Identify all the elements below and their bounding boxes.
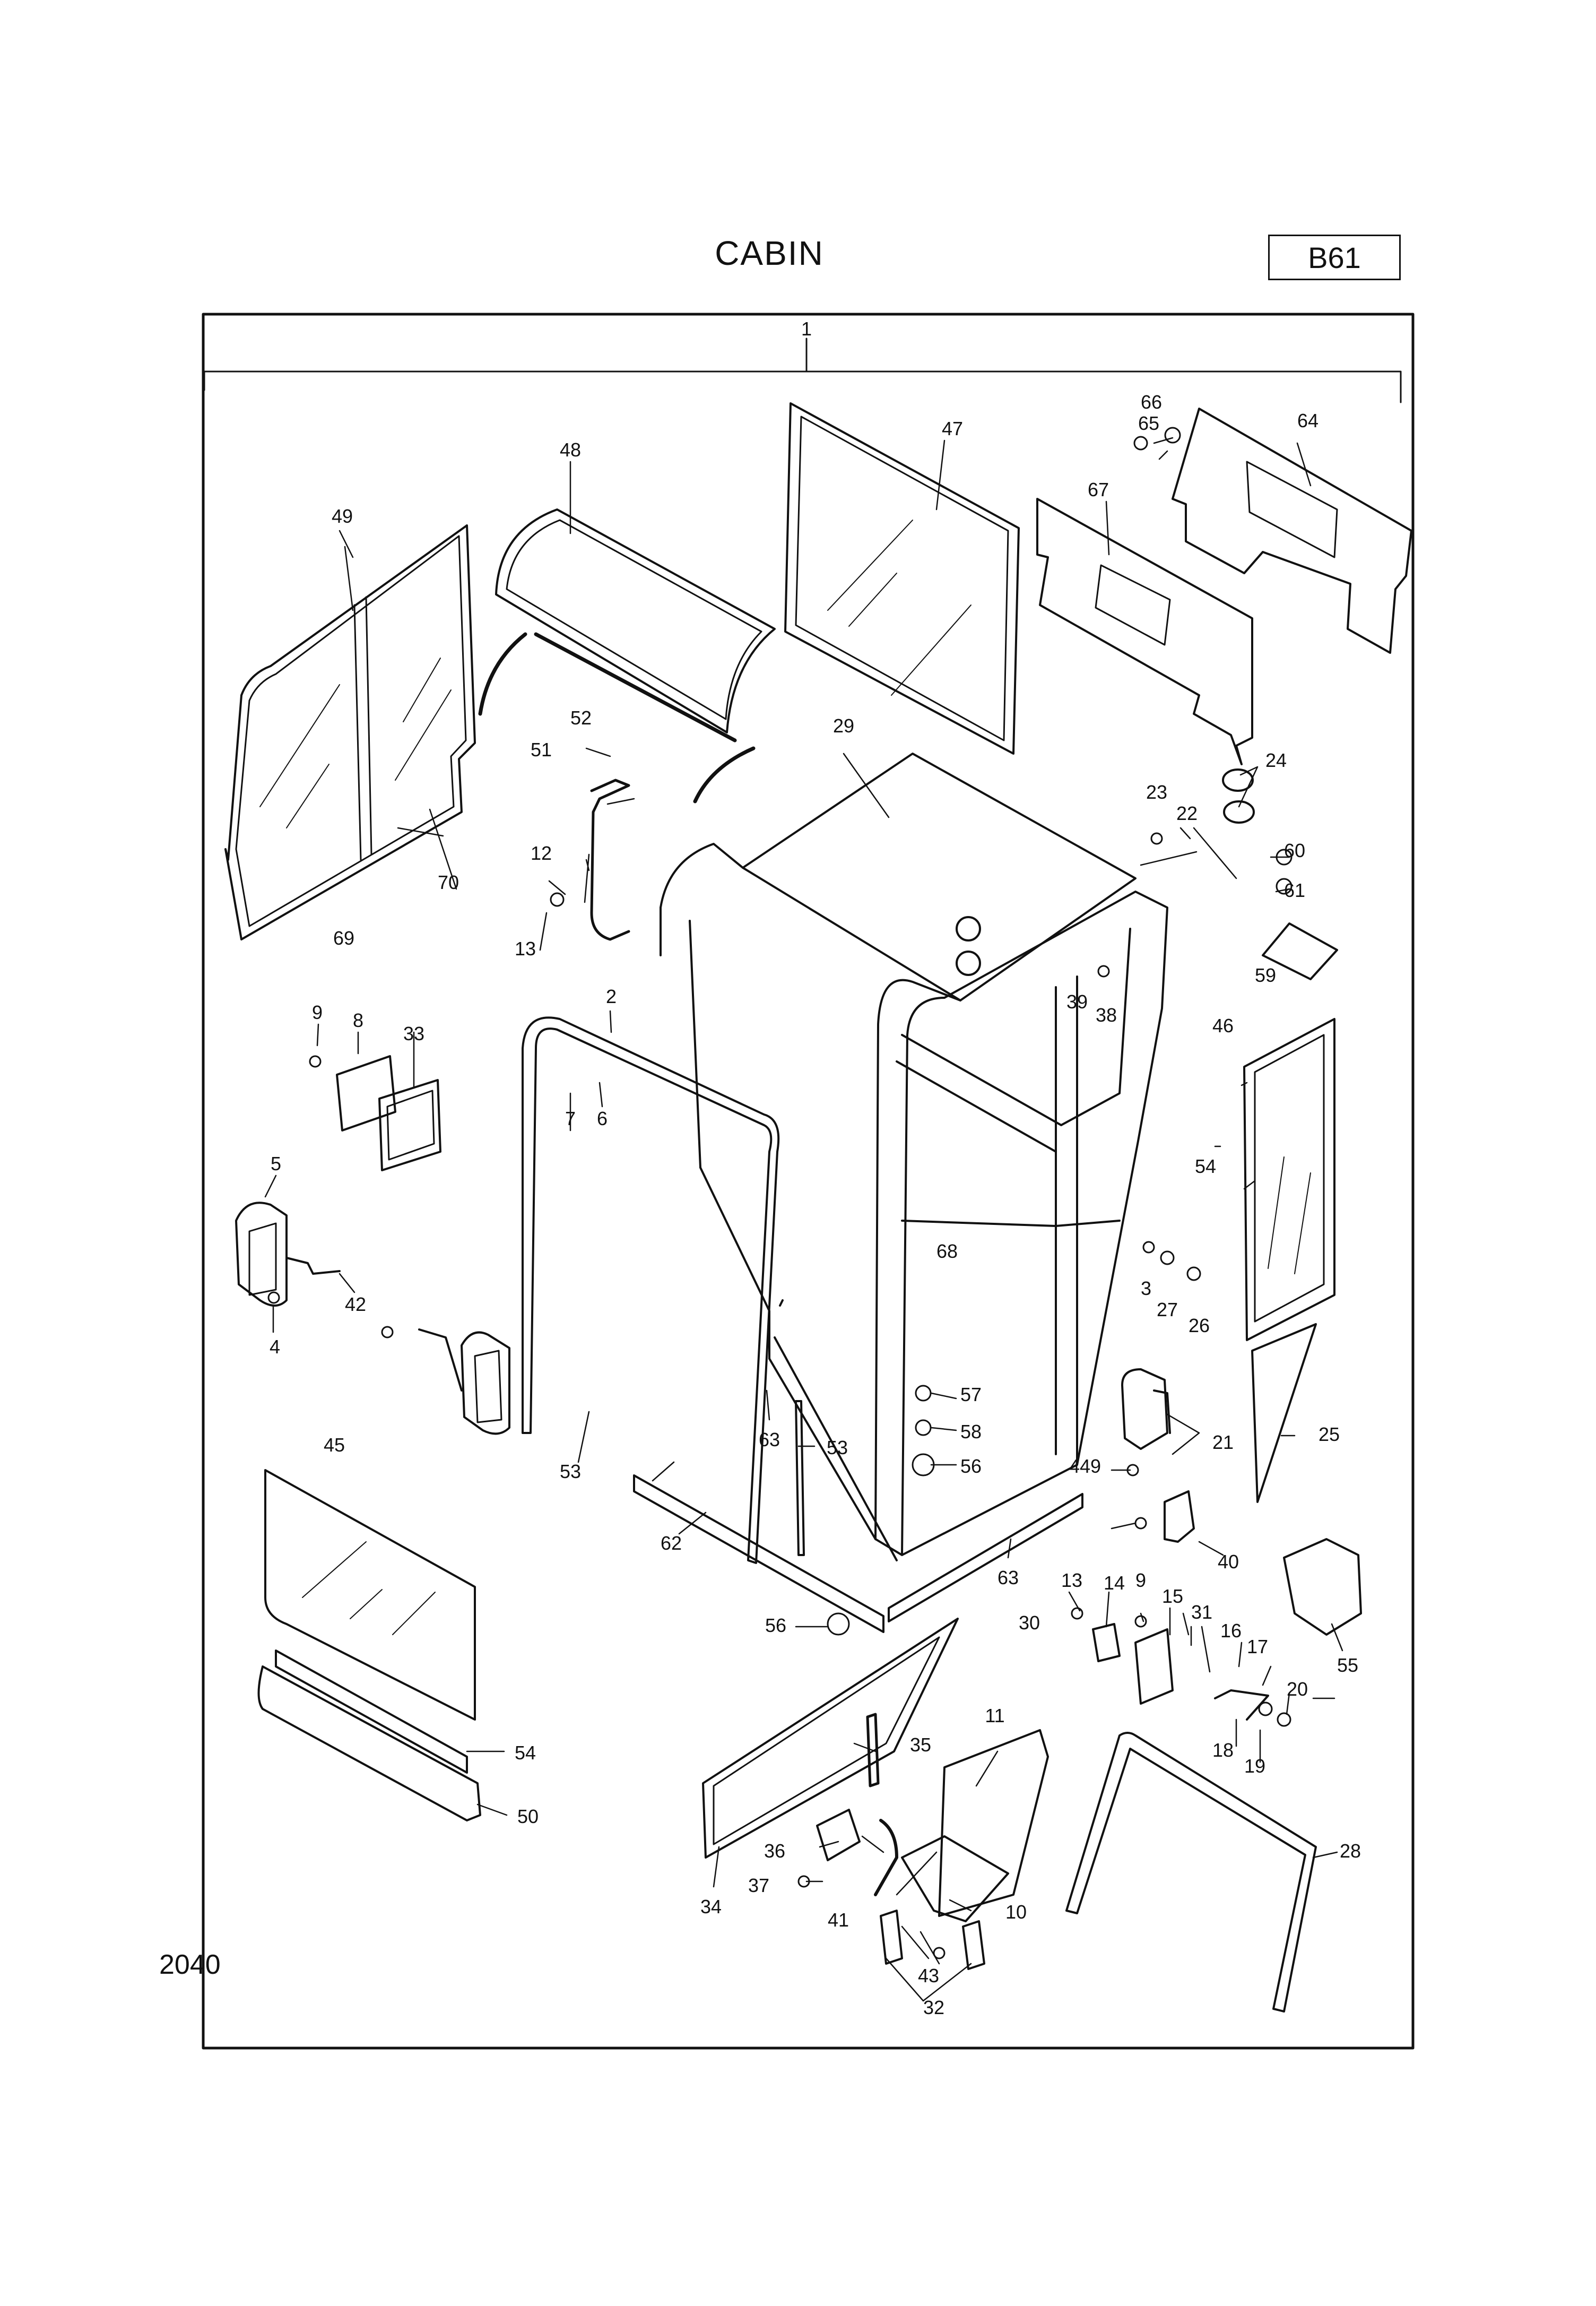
part-label: 24 — [1265, 749, 1287, 771]
part-label: 32 — [923, 1997, 944, 2018]
part-label: 53 — [560, 1461, 581, 1482]
part-label: 69 — [333, 927, 354, 949]
part-label: 43 — [918, 1965, 939, 1987]
part-label: 5 — [271, 1153, 281, 1174]
mirror-left — [235, 1202, 341, 1307]
part-label: 53 — [827, 1437, 848, 1458]
part-label: 23 — [1146, 781, 1167, 803]
part-label: 26 — [1189, 1315, 1210, 1336]
part-label: 48 — [560, 439, 581, 461]
part-label: 9 — [312, 1001, 323, 1023]
part-label: 59 — [1255, 964, 1276, 986]
part-label: 40 — [1218, 1551, 1239, 1573]
part-label: 50 — [517, 1806, 539, 1827]
part-label: 39 — [1066, 991, 1088, 1013]
top-plate — [1172, 408, 1412, 654]
cabin-frame — [660, 753, 1168, 1561]
part-label: 6 — [597, 1108, 608, 1129]
part-label: 15 — [1162, 1585, 1183, 1607]
part-label: 56 — [765, 1614, 786, 1636]
side-glass-right — [1243, 1018, 1335, 1341]
lower-window — [264, 1469, 476, 1721]
part-label: 29 — [833, 715, 854, 737]
part-label: 54 — [1195, 1155, 1216, 1177]
part-label: 17 — [1247, 1636, 1268, 1657]
part-label: 27 — [1157, 1299, 1178, 1320]
part-label: 8 — [353, 1009, 363, 1031]
part-label: 51 — [531, 739, 552, 761]
diagram-code-box: B61 — [1268, 235, 1401, 280]
part-label: 31 — [1191, 1601, 1212, 1623]
part-label: 45 — [324, 1434, 345, 1456]
page-title: CABIN — [715, 234, 824, 272]
part-label: 64 — [1297, 410, 1319, 431]
part-label: 25 — [1319, 1423, 1340, 1445]
part-label: 63 — [759, 1429, 780, 1450]
part-label: 16 — [1220, 1620, 1242, 1642]
part-label: 61 — [1284, 879, 1305, 901]
part-label: 62 — [661, 1532, 682, 1554]
part-label: 60 — [1284, 840, 1305, 861]
part-label: 12 — [531, 842, 552, 864]
part-label: 65 — [1138, 412, 1159, 434]
mirror-right — [418, 1328, 510, 1435]
part-label: 7 — [565, 1108, 576, 1129]
part-label: 47 — [942, 418, 963, 439]
part-label: 49 — [332, 505, 353, 527]
part-label: 11 — [985, 1705, 1004, 1726]
page-number: 2040 — [159, 1949, 221, 1980]
part-label: 56 — [960, 1455, 982, 1477]
part-label: 2 — [606, 986, 617, 1007]
roof-glass-curved — [495, 508, 776, 733]
part-label: 9 — [1090, 1455, 1101, 1477]
part-label: 41 — [828, 1909, 849, 1931]
part-label: 13 — [1061, 1569, 1082, 1591]
part-label: 18 — [1212, 1739, 1234, 1761]
part-label: 35 — [910, 1734, 931, 1756]
part-label: 54 — [515, 1742, 536, 1764]
part-label: 3 — [1141, 1277, 1151, 1299]
part-label: 10 — [1005, 1901, 1027, 1923]
part-label: 38 — [1096, 1004, 1117, 1026]
part-label: 4 — [270, 1336, 280, 1358]
part-label: 9 — [1135, 1569, 1146, 1591]
part-label: 14 — [1104, 1572, 1125, 1594]
part-label: 55 — [1337, 1654, 1358, 1676]
part-label: 63 — [998, 1567, 1019, 1588]
part-label: 42 — [345, 1293, 366, 1315]
part-label: 66 — [1141, 391, 1162, 413]
rear-window-34 — [702, 1618, 959, 1859]
part-label: 46 — [1212, 1015, 1234, 1037]
part-label: 21 — [1212, 1431, 1234, 1453]
part-label: 67 — [1088, 479, 1109, 500]
part-label: 44 — [1069, 1455, 1090, 1477]
part-label: 57 — [960, 1384, 982, 1405]
part-label: 52 — [570, 707, 592, 729]
control-box — [1121, 1368, 1171, 1450]
part-label: 20 — [1287, 1678, 1308, 1700]
part-label: 1 — [801, 318, 812, 340]
part-label: 33 — [403, 1023, 424, 1044]
part-label: 19 — [1244, 1755, 1265, 1777]
part-label: 22 — [1176, 802, 1198, 824]
part-label: 37 — [748, 1875, 769, 1896]
triangle-glass — [1251, 1323, 1317, 1503]
side-window-left — [224, 524, 476, 940]
front-glass — [784, 402, 1020, 755]
part-label: 13 — [515, 938, 536, 960]
part-label: 58 — [960, 1421, 982, 1443]
part-label: 68 — [936, 1240, 958, 1262]
part-label: 70 — [438, 871, 459, 893]
diagram-frame — [202, 313, 1415, 2050]
rear-plate — [1036, 498, 1253, 765]
part-label: 28 — [1340, 1840, 1361, 1862]
part-label: 34 — [700, 1896, 722, 1918]
part-label: 36 — [764, 1840, 785, 1862]
vent-assembly — [336, 1055, 441, 1171]
part-label: 30 — [1019, 1612, 1040, 1634]
door-frame — [522, 1016, 780, 1564]
